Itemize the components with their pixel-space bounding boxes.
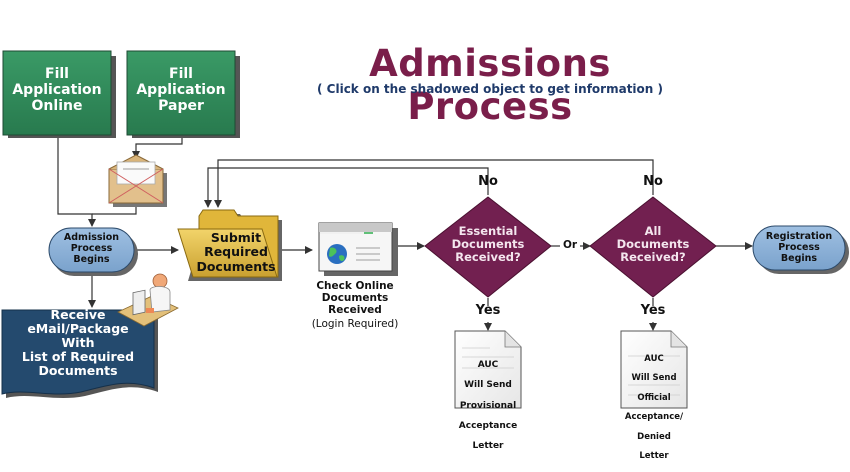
edge-paper-to-envelope bbox=[132, 137, 183, 159]
submit-required-documents-folder[interactable] bbox=[177, 209, 282, 281]
letter-line: Acceptance/ bbox=[624, 412, 684, 423]
no-label-all: No bbox=[643, 174, 663, 189]
edge-envelope-to-begins bbox=[92, 204, 137, 215]
all-documents-received-decision[interactable] bbox=[589, 196, 717, 298]
page-subtitle: ( Click on the shadowed object to get in… bbox=[317, 82, 663, 96]
receive-email-package-box[interactable] bbox=[1, 309, 158, 398]
letter-line: Denied bbox=[637, 431, 671, 442]
provisional-letter-text: AUC Will Send Provisional Acceptance Let… bbox=[455, 350, 521, 462]
envelope-icon[interactable] bbox=[108, 154, 167, 207]
letter-line: Will Send bbox=[464, 380, 512, 391]
yes-label-all: Yes bbox=[640, 303, 666, 318]
edge-essential-no-loop bbox=[204, 167, 489, 208]
receive-email-label[interactable]: Receive eMail/Package With List of Requi… bbox=[21, 307, 135, 378]
check-online-label: Check Online Documents Received bbox=[316, 280, 394, 317]
fill-online-label[interactable]: Fill Application Online bbox=[12, 66, 102, 115]
essential-documents-received-decision[interactable] bbox=[424, 196, 552, 298]
edge-online-to-begins bbox=[57, 137, 96, 227]
registration-begins-label[interactable]: Registration Process Begins bbox=[765, 231, 833, 264]
provisional-letter-document bbox=[454, 330, 522, 409]
fill-application-online-box[interactable] bbox=[2, 50, 116, 138]
no-label-essential: No bbox=[478, 174, 498, 189]
person-at-computer-icon bbox=[117, 273, 179, 327]
edge-all-no-loop bbox=[214, 159, 654, 208]
letter-line: Will Send bbox=[631, 373, 677, 384]
letter-line: Letter bbox=[639, 451, 669, 462]
admission-process-begins-oval[interactable] bbox=[48, 227, 138, 276]
login-required-note: (Login Required) bbox=[311, 318, 399, 330]
check-online-documents-browser[interactable] bbox=[318, 222, 398, 276]
registration-process-begins-oval[interactable] bbox=[752, 225, 849, 274]
letter-line: Letter bbox=[472, 441, 504, 452]
or-label: Or bbox=[562, 239, 578, 251]
official-letter-document bbox=[620, 330, 688, 409]
fill-paper-label[interactable]: Fill Application Paper bbox=[136, 66, 226, 115]
letter-line: Official bbox=[637, 392, 671, 403]
yes-label-essential: Yes bbox=[475, 303, 501, 318]
submit-docs-label[interactable]: Submit Required Documents bbox=[196, 230, 276, 274]
admissions-flowchart bbox=[1, 50, 849, 409]
all-decision-label[interactable]: All Documents Received? bbox=[616, 224, 690, 265]
page-title: Admissions Process bbox=[369, 42, 611, 128]
admission-begins-label[interactable]: Admission Process Begins bbox=[63, 232, 120, 265]
letter-line: Provisional bbox=[459, 400, 517, 411]
letter-line: AUC bbox=[477, 360, 499, 371]
official-letter-text: AUC Will Send Official Acceptance/ Denie… bbox=[619, 345, 689, 472]
letter-line: AUC bbox=[644, 353, 664, 364]
fill-application-paper-box[interactable] bbox=[126, 50, 240, 138]
essential-decision-label[interactable]: Essential Documents Received? bbox=[451, 224, 525, 265]
letter-line: Acceptance bbox=[458, 421, 518, 432]
